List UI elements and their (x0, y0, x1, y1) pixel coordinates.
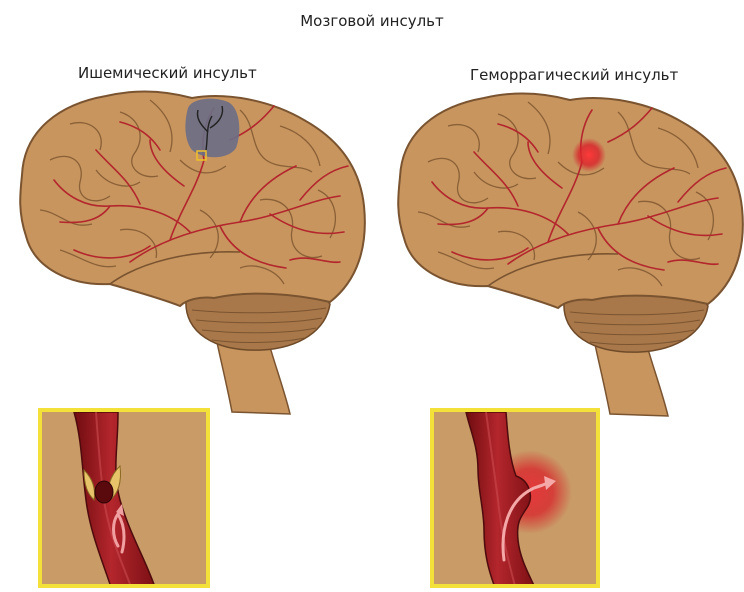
cerebellum-right (564, 293, 708, 352)
brain-right (398, 94, 743, 416)
inset-hemorrhagic (432, 410, 598, 590)
cerebellum-left (186, 291, 330, 350)
inset-ischemic (40, 410, 208, 590)
blood-clot (95, 481, 113, 503)
brain-left (20, 92, 365, 414)
hemorrhage-spot (572, 138, 606, 172)
ischemic-zone (185, 99, 239, 158)
